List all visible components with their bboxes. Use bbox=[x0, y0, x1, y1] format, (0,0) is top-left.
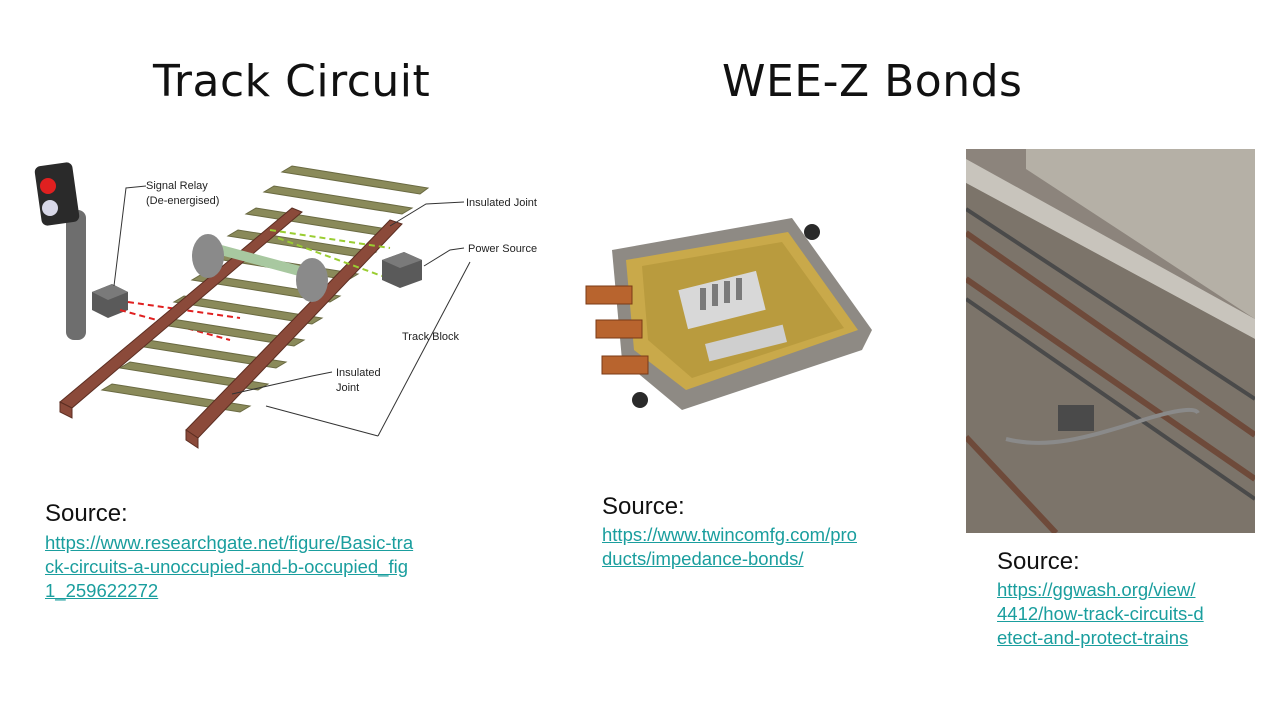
source-link-2[interactable]: https://www.twincomfg.com/pro ducts/impe… bbox=[602, 524, 857, 569]
track-circuit-diagram: Signal Relay (De-energised) Insulated Jo… bbox=[34, 162, 537, 449]
signal-post bbox=[34, 162, 86, 340]
insulated-joint-bottom-label-1: Insulated bbox=[336, 367, 381, 379]
insulated-joint-label: Insulated Joint bbox=[466, 197, 537, 209]
source-link-3[interactable]: https://ggwash.org/view/ 4412/how-track-… bbox=[997, 579, 1204, 648]
relay-box bbox=[92, 284, 128, 318]
wee-z-bonds-title: WEE-Z Bonds bbox=[722, 56, 1023, 107]
source-label-3: Source: bbox=[997, 548, 1080, 575]
circuit-wires bbox=[269, 229, 391, 277]
relay-state-label: (De-energised) bbox=[146, 195, 219, 207]
power-source-label: Power Source bbox=[468, 243, 537, 255]
power-source-box bbox=[382, 252, 422, 288]
impedance-bond-photo bbox=[585, 218, 872, 410]
sleepers bbox=[100, 165, 430, 413]
track-block-label: Track Block bbox=[402, 331, 460, 343]
leader-lines bbox=[113, 185, 471, 437]
insulated-joint-bottom-label-2: Joint bbox=[336, 382, 359, 394]
wheelset bbox=[192, 234, 328, 302]
relay-wires bbox=[119, 301, 241, 341]
track-photo bbox=[966, 149, 1255, 533]
track-circuit-title: Track Circuit bbox=[153, 56, 431, 107]
source-label-1: Source: bbox=[45, 500, 128, 527]
source-link-1[interactable]: https://www.researchgate.net/figure/Basi… bbox=[45, 532, 414, 601]
source-label-2: Source: bbox=[602, 493, 685, 520]
signal-relay-label: Signal Relay bbox=[146, 180, 208, 192]
